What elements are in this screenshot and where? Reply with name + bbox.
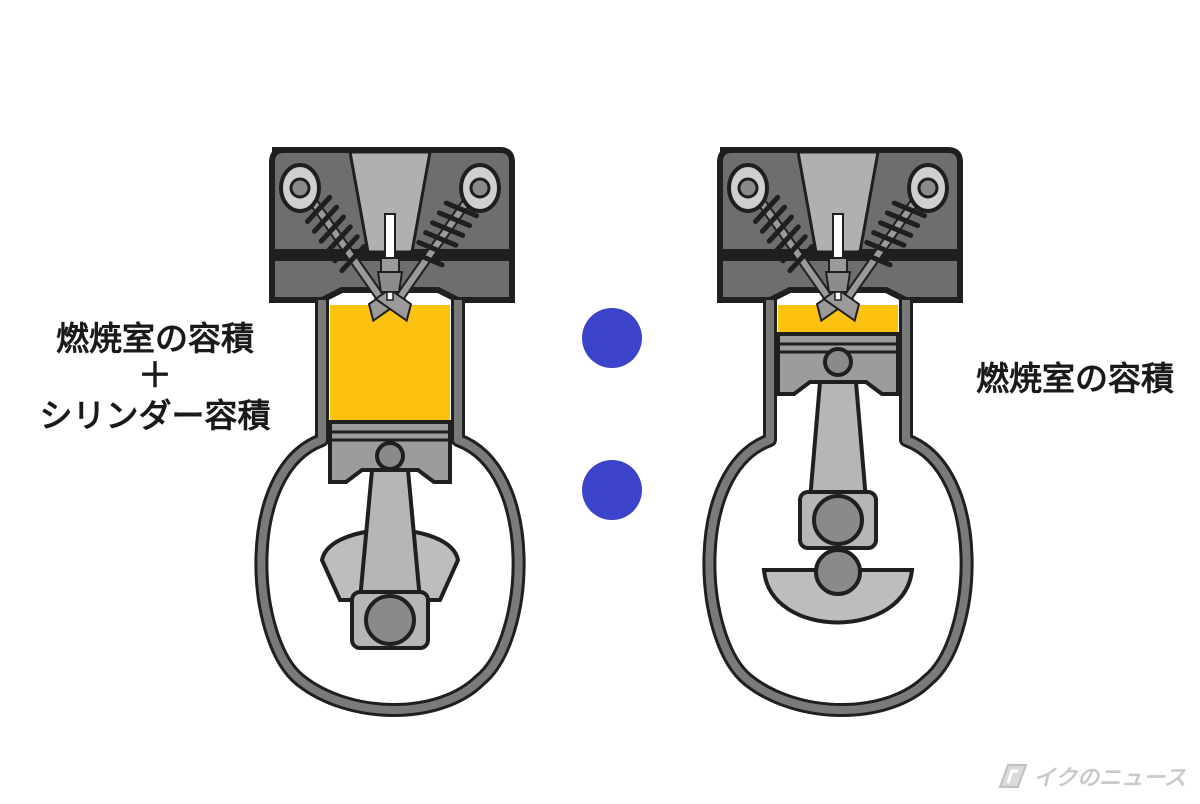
label-cylinder-volume: シリンダー容積 bbox=[39, 395, 271, 435]
cam-icon bbox=[727, 163, 769, 213]
cylinder-volume-fill bbox=[330, 305, 450, 420]
engine-bdc bbox=[254, 147, 526, 717]
ratio-colon-icon bbox=[582, 308, 642, 520]
engine-tdc bbox=[702, 147, 974, 717]
label-plus: ＋ bbox=[138, 356, 172, 397]
right-volume-label: 燃焼室の容積 bbox=[976, 359, 1174, 398]
logo-icon bbox=[998, 764, 1027, 788]
cam-icon bbox=[907, 163, 949, 213]
watermark-text: イクのニュース bbox=[1033, 766, 1186, 791]
cam-icon bbox=[459, 163, 501, 213]
label-chamber-volume: 燃焼室の容積 bbox=[56, 319, 254, 358]
left-volume-label: 燃焼室の容積 ＋ シリンダー容積 bbox=[0, 318, 310, 436]
cam-icon bbox=[279, 163, 321, 213]
watermark: イクのニュース bbox=[996, 760, 1186, 792]
